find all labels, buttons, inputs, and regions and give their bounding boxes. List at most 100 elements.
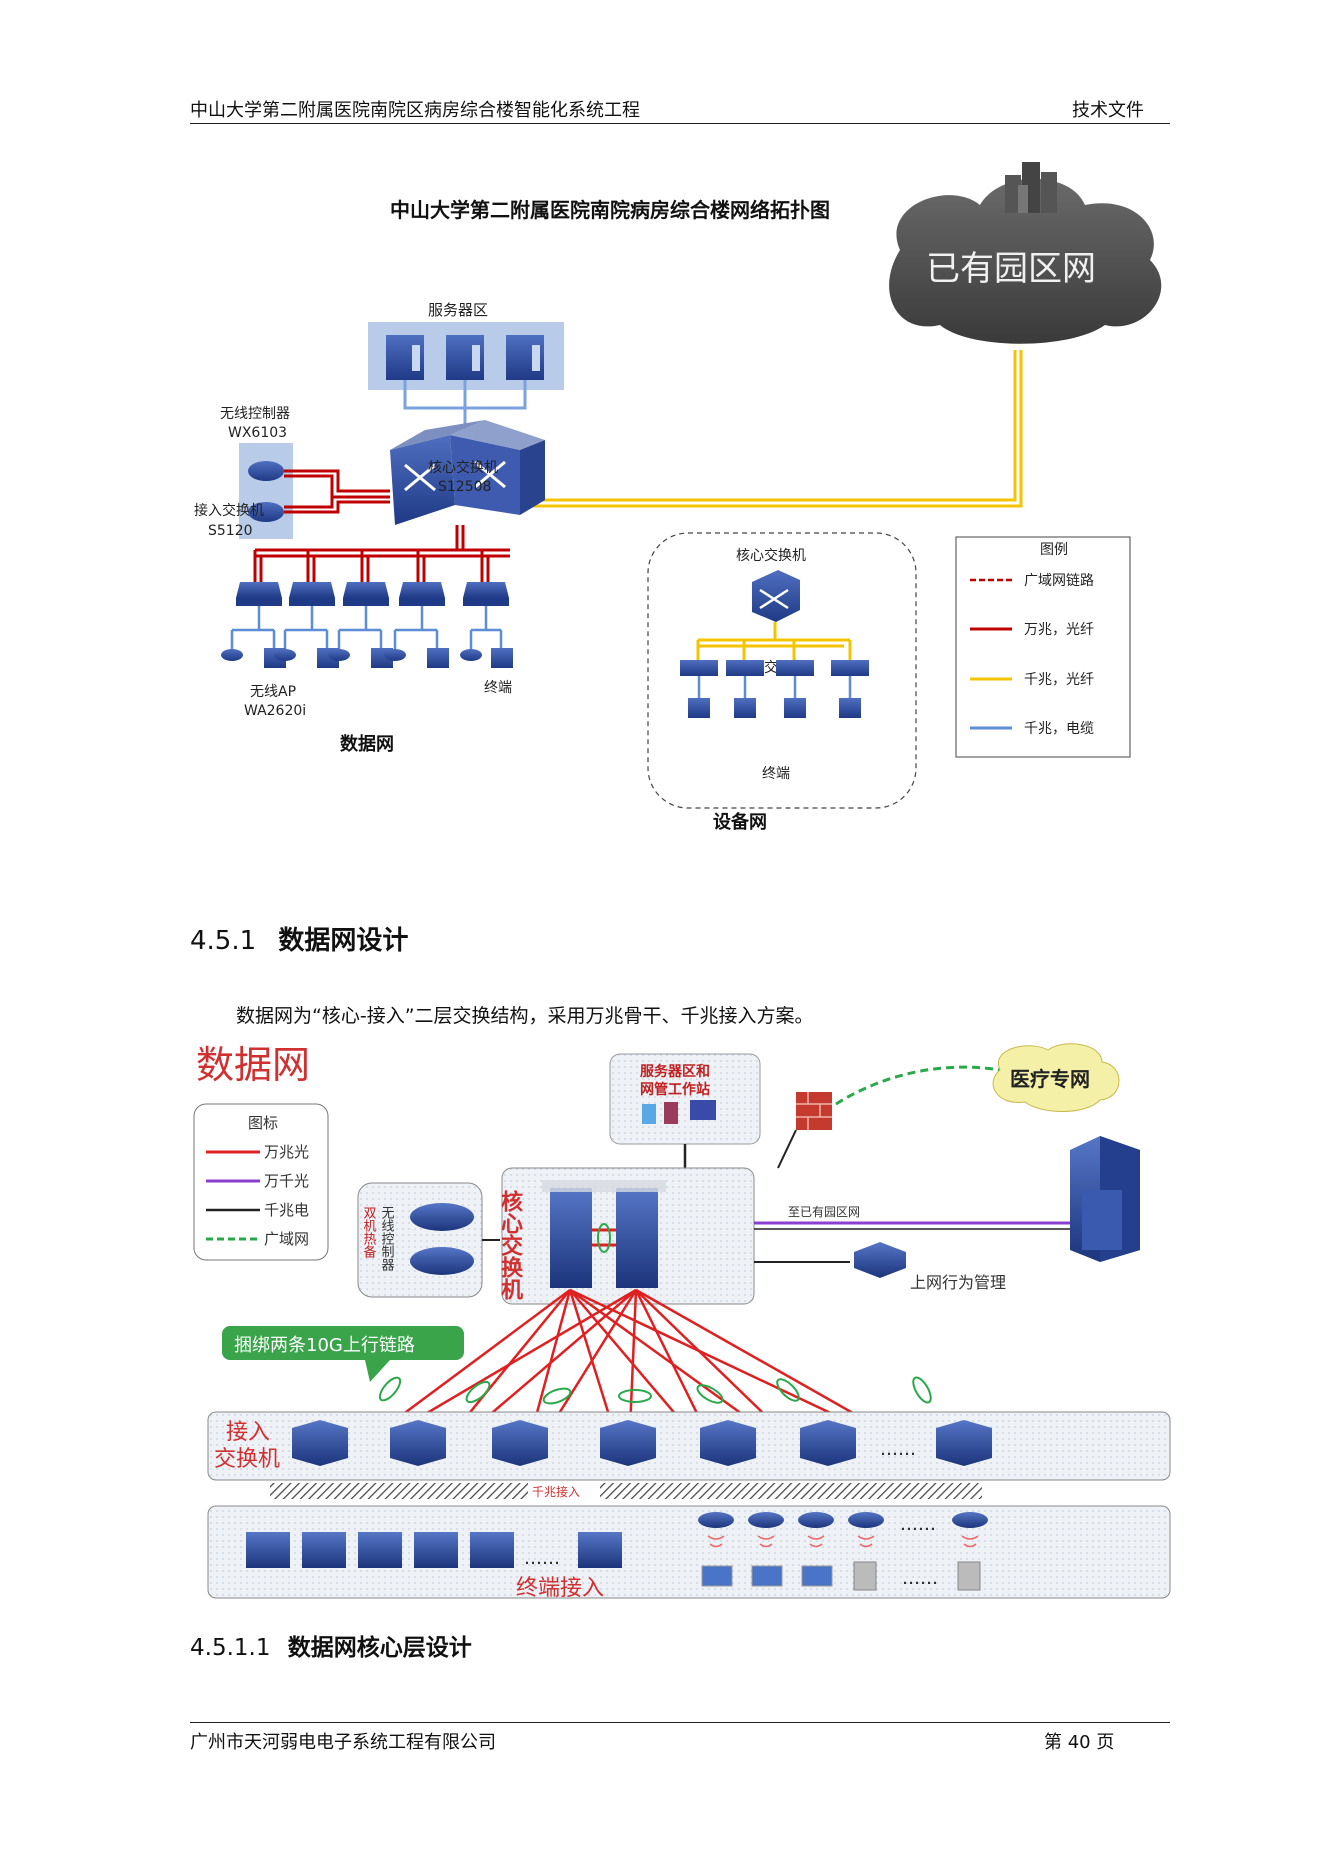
access-switch-icon — [800, 1420, 856, 1466]
campus-building-icon — [1070, 1136, 1140, 1262]
laptop-icon — [751, 1565, 783, 1587]
wireless-ctrl-icon — [410, 1247, 474, 1275]
core-switch-model: S12508 — [438, 479, 491, 495]
access-switch-icon — [936, 1420, 992, 1466]
workstation-icon — [690, 1100, 716, 1120]
dev-core-label: 核心交换机 — [736, 547, 806, 564]
core-switch-icon — [542, 1180, 666, 1288]
device-net-label: 设备网 — [713, 811, 767, 833]
to-campus-label: 至已有园区网 — [788, 1205, 860, 1219]
ap-model: WA2620i — [244, 703, 306, 719]
terminal-label: 终端 — [484, 680, 512, 696]
access-switch-icon — [463, 582, 509, 606]
terminal-icon — [491, 648, 513, 668]
dev-core-switch-icon — [752, 570, 800, 622]
yellow-link-core-cloud — [530, 350, 1017, 502]
firewall-icon — [796, 1092, 832, 1130]
wireless-ctrl-icon — [248, 461, 284, 481]
access-switch-label: 接入交换机 — [194, 502, 264, 519]
access-switch-label-2: 交换机 — [214, 1447, 280, 1472]
terminal-icon — [427, 648, 449, 668]
data-net-label: 数据网 — [340, 733, 394, 755]
hot-standby-label: 双机热备 — [361, 1206, 377, 1259]
ap-icon — [221, 649, 243, 661]
header-rule — [190, 123, 1170, 124]
wireless-ctrl-label: 无线控制器 — [379, 1206, 395, 1272]
legend-label: 千兆，电缆 — [1024, 721, 1094, 737]
internet-mgmt-label: 上网行为管理 — [910, 1273, 1006, 1292]
access-switch-icon — [492, 1420, 548, 1466]
campus-network-cloud: 已有园区网 — [889, 162, 1162, 344]
terminal-icon — [470, 1532, 514, 1568]
wan-link-medical — [835, 1065, 1001, 1106]
terminal-access-label: 终端接入 — [516, 1576, 604, 1601]
dev-terminal-icon — [839, 698, 861, 718]
access-switch-icon — [289, 582, 335, 606]
server-zone-label: 服务器区 — [428, 301, 488, 319]
dev-terminal-label: 终端 — [762, 766, 790, 782]
terminal-icon — [358, 1532, 402, 1568]
legend2-box — [193, 1103, 329, 1261]
subsection-title: 数据网核心层设计 — [287, 1635, 472, 1661]
dev-access-switch-icon — [831, 660, 869, 676]
wireless-ctrl-box — [239, 443, 293, 539]
tablet-icon — [853, 1561, 877, 1591]
wireless-ctrl-box — [357, 1182, 483, 1298]
section-number: 4.5.1 — [190, 926, 257, 956]
gigabit-access-strip — [270, 1483, 982, 1499]
legend2-label: 千兆电 — [264, 1201, 309, 1219]
page-number: 第 40 页 — [1044, 1732, 1115, 1753]
diagram-title: 中山大学第二附属医院南院病房综合楼网络拓扑图 — [390, 198, 830, 222]
wireless-ap-icon — [798, 1512, 834, 1528]
access-switch-icon — [236, 582, 282, 606]
footer-left: 广州市天河弱电电子系统工程有限公司 — [190, 1732, 496, 1753]
legend-box — [955, 536, 1131, 758]
wireless-ap-icon — [748, 1512, 784, 1528]
access-switch-icon — [390, 1420, 446, 1466]
legend2-label: 广域网 — [264, 1230, 309, 1248]
server-area-label-2: 网管工作站 — [640, 1081, 710, 1098]
wireless-ap-icon — [952, 1512, 988, 1528]
bundle-callout — [222, 1326, 464, 1382]
bundle-label: 捆绑两条10G上行链路 — [234, 1335, 415, 1356]
medical-net-label: 医疗专网 — [1010, 1067, 1090, 1091]
dev-access-switch-icon — [776, 660, 814, 676]
laptop-icon — [701, 1565, 733, 1587]
legend2-label: 万千光 — [264, 1172, 309, 1190]
wireless-ap-icon — [848, 1512, 884, 1528]
terminal-icon — [302, 1532, 346, 1568]
body-paragraph: 数据网为“核心-接入”二层交换结构，采用万兆骨干、千兆接入方案。 — [236, 1005, 814, 1027]
wireless-ctrl-icon — [410, 1203, 474, 1231]
header-right: 技术文件 — [1072, 100, 1144, 121]
server-icon — [506, 335, 544, 380]
ap-label: 无线AP — [250, 684, 296, 700]
dev-terminal-icon — [688, 698, 710, 718]
footer-rule — [190, 1722, 1170, 1723]
access-switch-icon — [600, 1420, 656, 1466]
section-title: 数据网设计 — [278, 926, 409, 956]
server-icon — [642, 1104, 656, 1124]
access-switch-icon — [343, 582, 389, 606]
ellipsis: …… — [880, 1439, 916, 1460]
laptop-icon — [801, 1565, 833, 1587]
dev-terminal-icon — [784, 698, 806, 718]
ap-icon — [328, 649, 350, 661]
server-area-label: 服务器区和 — [640, 1063, 710, 1080]
medical-net-cloud — [992, 1043, 1120, 1112]
access-switch-band — [207, 1411, 1171, 1481]
ellipsis: …… — [902, 1568, 938, 1589]
tablet-icon — [957, 1561, 981, 1591]
core-switch-icon — [390, 420, 545, 525]
server-icon — [664, 1102, 678, 1124]
subsection-heading: 4.5.1.1 数据网核心层设计 — [190, 1628, 472, 1662]
data-network-diagram: 数据网 图标 万兆光 万千光 千兆电 广域网 服务器区和 网管工作站 医疗专网 … — [193, 1043, 1171, 1601]
access-switch-icon — [399, 582, 445, 606]
device-network-box — [647, 532, 917, 809]
dev-access-switch-icon — [726, 660, 764, 676]
terminal-band — [207, 1505, 1171, 1599]
gigabit-access-label: 千兆接入 — [532, 1484, 580, 1499]
ellipsis: …… — [900, 1514, 936, 1535]
cloud-label: 已有园区网 — [926, 249, 1096, 289]
ap-icon — [460, 649, 482, 661]
section-heading: 4.5.1 数据网设计 — [190, 920, 408, 957]
